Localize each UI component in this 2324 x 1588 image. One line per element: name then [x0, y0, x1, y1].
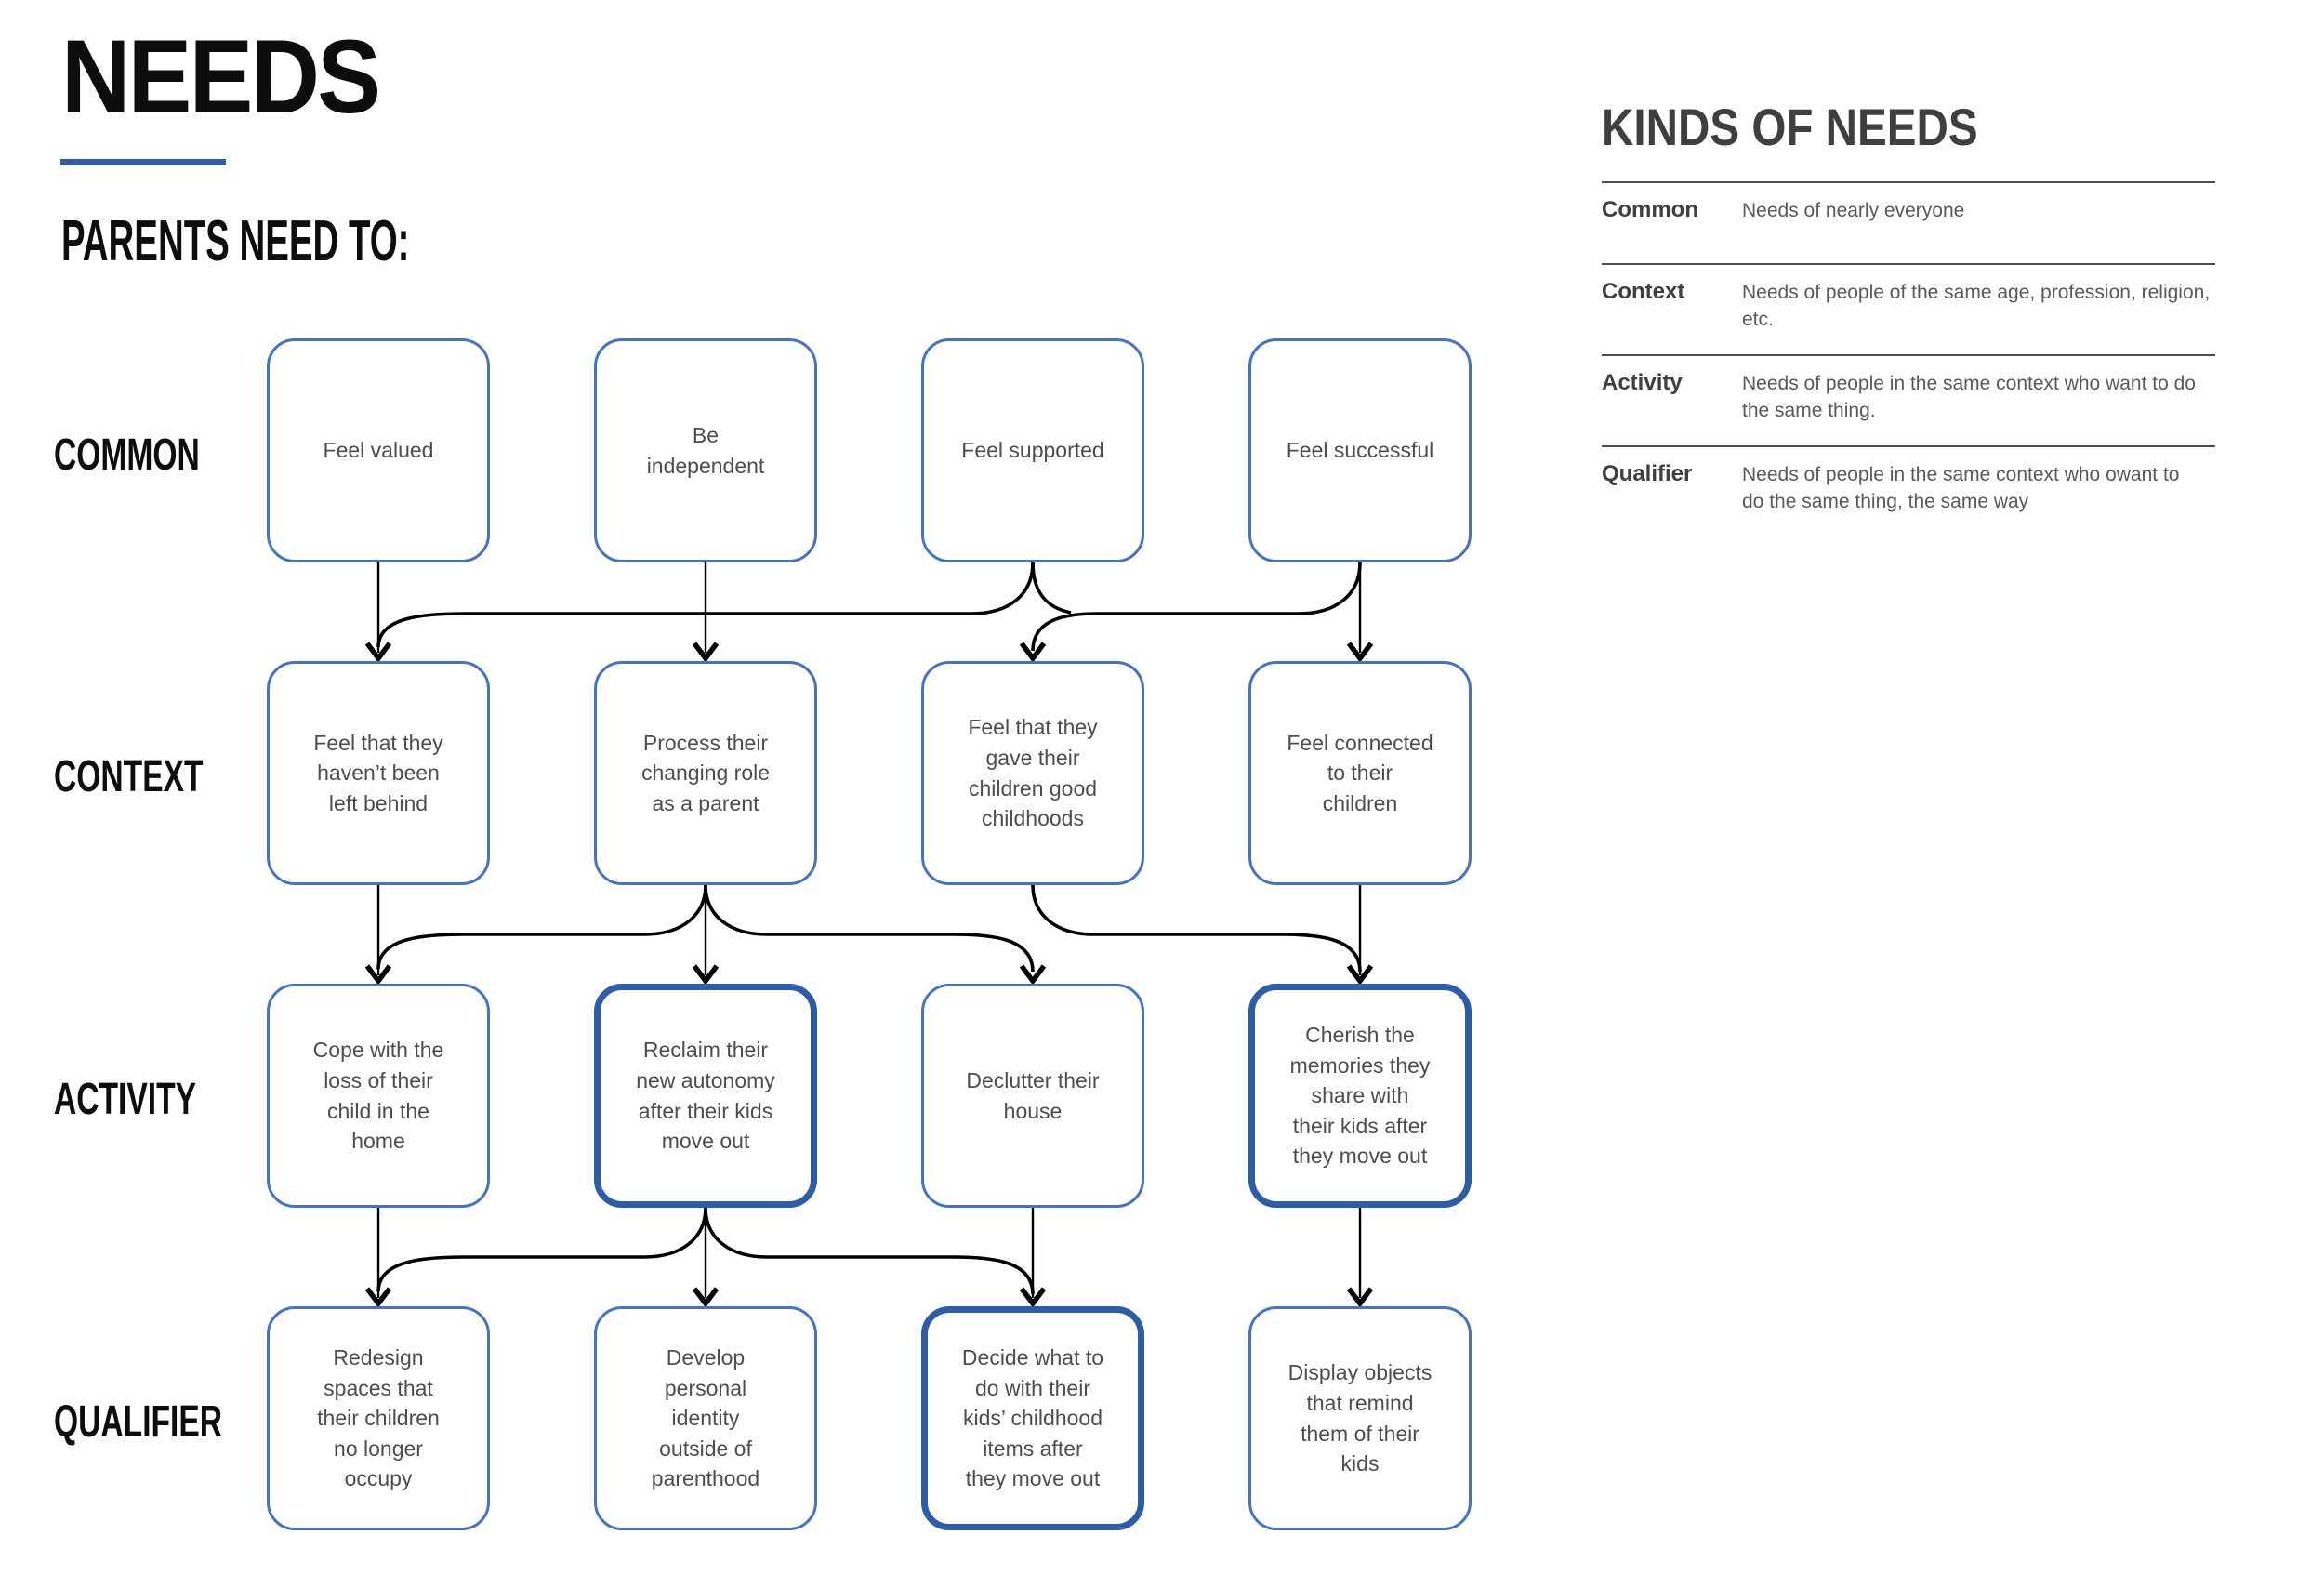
- need-box-connected-to-children: Feel connected to their children: [1248, 661, 1472, 885]
- legend-definition: Needs of people of the same age, profess…: [1742, 282, 2211, 331]
- legend-row-context: Context Needs of people of the same age,…: [1602, 263, 2215, 354]
- legend-definition: Needs of people in the same context who …: [1742, 373, 2196, 422]
- need-box-changing-role: Process their changing role as a parent: [594, 661, 817, 885]
- need-box-reclaim-autonomy: Reclaim their new autonomy after their k…: [594, 984, 817, 1208]
- kinds-of-needs-legend: KINDS OF NEEDS Common Needs of nearly ev…: [1602, 97, 2215, 535]
- need-box-declutter-house: Declutter their house: [921, 984, 1144, 1208]
- row-label-common: COMMON: [54, 430, 200, 480]
- row-label-qualifier: QUALIFIER: [54, 1397, 223, 1447]
- legend-row-qualifier: Qualifier Needs of people in the same co…: [1602, 445, 2215, 535]
- legend-term: Common: [1602, 197, 1698, 222]
- legend-definition: Needs of nearly everyone: [1742, 200, 1965, 221]
- page-title: NEEDS: [61, 19, 381, 135]
- need-box-cherish-memories: Cherish the memories they share with the…: [1248, 984, 1472, 1208]
- need-box-personal-identity: Develop personal identity outside of par…: [594, 1306, 817, 1530]
- page-subtitle: PARENTS NEED TO:: [61, 209, 410, 273]
- need-box-cope-with-loss: Cope with the loss of their child in the…: [267, 984, 490, 1208]
- legend-definition: Needs of people in the same context who …: [1742, 464, 2180, 513]
- legend-title: KINDS OF NEEDS: [1602, 98, 1978, 156]
- need-box-kids-childhood-items: Decide what to do with their kids’ child…: [921, 1306, 1144, 1530]
- title-underline-accent: [60, 159, 226, 165]
- legend-term: Context: [1602, 279, 1685, 304]
- legend-row-activity: Activity Needs of people in the same con…: [1602, 354, 2215, 445]
- need-box-be-independent: Be independent: [594, 338, 817, 562]
- need-box-feel-valued: Feel valued: [267, 338, 490, 562]
- need-box-redesign-spaces: Redesign spaces that their children no l…: [267, 1306, 490, 1530]
- row-label-activity: ACTIVITY: [54, 1075, 197, 1124]
- need-box-feel-supported: Feel supported: [921, 338, 1144, 562]
- row-label-context: CONTEXT: [54, 752, 204, 801]
- need-box-display-objects: Display objects that remind them of thei…: [1248, 1306, 1472, 1530]
- legend-row-common: Common Needs of nearly everyone: [1602, 181, 2215, 263]
- need-box-not-left-behind: Feel that they haven’t been left behind: [267, 661, 490, 885]
- legend-table: Common Needs of nearly everyone Context …: [1602, 181, 2215, 535]
- legend-term: Qualifier: [1602, 461, 1693, 486]
- need-box-good-childhoods: Feel that they gave their children good …: [921, 661, 1144, 885]
- need-box-feel-successful: Feel successful: [1248, 338, 1472, 562]
- legend-term: Activity: [1602, 370, 1683, 395]
